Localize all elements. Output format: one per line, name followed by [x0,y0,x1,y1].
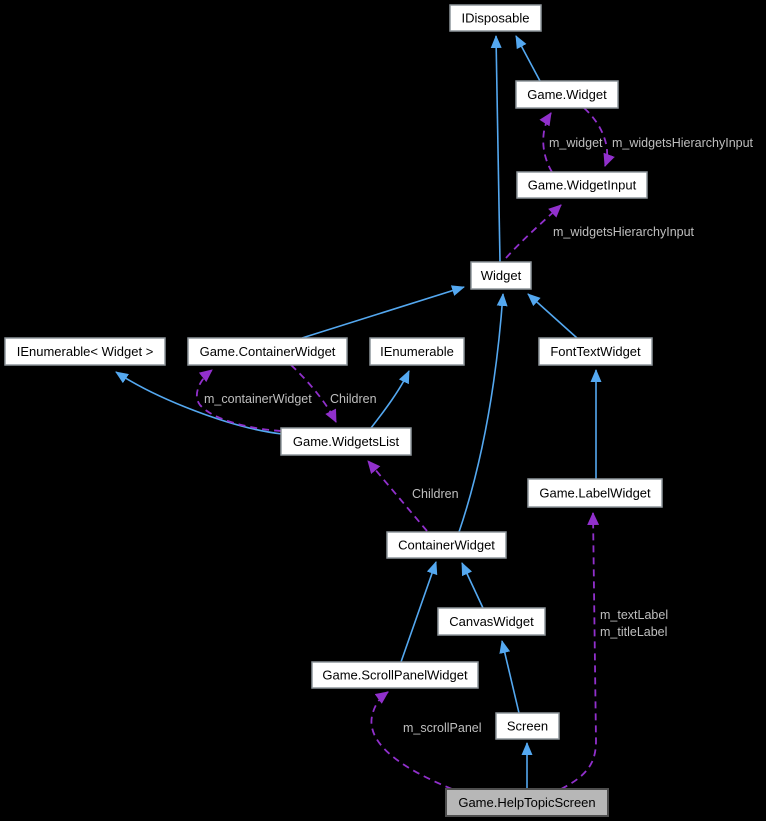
node-game-widgets-list-box [280,427,412,456]
node-ienumerable[interactable]: IEnumerable [369,337,465,366]
edge-widget-to-idisposable [490,35,502,263]
node-font-text-widget-box [538,337,653,366]
edge-label-children-upper: Children [330,392,377,406]
node-ienumerable-widget[interactable]: IEnumerable< Widget > [4,337,166,366]
node-game-widget-label: Game.Widget [527,87,607,102]
node-idisposable-label: IDisposable [462,11,530,26]
node-container-widget-box [386,531,507,559]
node-ienumerable-widget-label: IEnumerable< Widget > [17,344,154,359]
node-screen-box [495,712,560,740]
node-ienumerable-box [369,337,465,366]
node-game-help-topic-screen-label: Game.HelpTopicScreen [458,795,595,810]
node-canvas-widget-box [437,607,546,636]
edge-label-children-lower: Children [412,487,459,501]
node-game-widget[interactable]: Game.Widget [515,80,619,109]
node-screen-label: Screen [507,719,548,734]
edge-widgetslist-to-ienumerablewidget [115,371,283,435]
node-game-help-topic-screen-box [445,788,609,817]
edge-gamecontainerwidget-to-widget [301,285,465,339]
node-game-scroll-panel-widget-box [311,661,479,689]
node-game-widgets-list[interactable]: Game.WidgetsList [280,427,412,456]
node-font-text-widget-label: FontTextWidget [550,344,641,359]
node-game-container-widget-box [187,337,348,366]
edge-label-m-container-widget: m_containerWidget [204,392,312,406]
node-game-scroll-panel-widget[interactable]: Game.ScrollPanelWidget [311,661,479,689]
edge-gamewidget-to-idisposable [515,35,541,82]
edge-label-m-title-label: m_titleLabel [600,625,667,639]
edge-widgetinput-to-gamewidget-mwidget [539,112,553,173]
edge-screen-to-canvaswidget [499,640,520,714]
edge-widgetslist-to-ienumerable [370,370,410,429]
edge-label-m-scroll-panel: m_scrollPanel [403,721,482,735]
node-game-widgets-list-label: Game.WidgetsList [293,434,400,449]
node-game-help-topic-screen[interactable]: Game.HelpTopicScreen [445,788,609,817]
edge-widgetslist-to-gamecontainerwidget-mcontainerwidget [196,369,282,432]
node-game-label-widget-box [527,478,663,508]
node-widget[interactable]: Widget [470,261,532,290]
edge-fonttextwidget-to-widget [527,293,578,339]
node-game-widget-box [515,80,619,109]
node-game-container-widget-label: Game.ContainerWidget [200,344,336,359]
node-ienumerable-label: IEnumerable [380,344,454,359]
node-game-widget-input-box [516,171,648,199]
edge-gamecontainerwidget-to-widgetslist-children [290,364,337,423]
node-widget-box [470,261,532,290]
edge-helptopicscreen-to-scrollpanelwidget-mscrollpanel [370,691,453,790]
node-canvas-widget-label: CanvasWidget [449,614,534,629]
node-game-scroll-panel-widget-label: Game.ScrollPanelWidget [322,668,468,683]
edge-scrollpanelwidget-to-containerwidget [400,561,438,663]
node-font-text-widget[interactable]: FontTextWidget [538,337,653,366]
edge-label-m-widgets-hierarchy-input-mid: m_widgetsHierarchyInput [553,225,695,239]
node-screen[interactable]: Screen [495,712,560,740]
node-idisposable-box [449,4,542,32]
edge-label-m-widget: m_widget [549,136,603,150]
node-container-widget[interactable]: ContainerWidget [386,531,507,559]
node-game-label-widget-label: Game.LabelWidget [539,486,651,501]
edge-containerwidget-to-widget [458,293,508,533]
edge-gamewidget-to-widgetinput-hierarchy [583,107,615,167]
node-ienumerable-widget-box [4,337,166,366]
node-game-widget-input[interactable]: Game.WidgetInput [516,171,648,199]
edge-helptopicscreen-to-labelwidget-textlabel [560,512,600,790]
node-container-widget-label: ContainerWidget [398,538,495,553]
node-canvas-widget[interactable]: CanvasWidget [437,607,546,636]
node-game-widget-input-label: Game.WidgetInput [528,178,637,193]
edge-label-m-text-label: m_textLabel [600,608,668,622]
edge-containerwidget-to-widgetslist-children [367,460,428,532]
edge-label-m-widgets-hierarchy-input-top: m_widgetsHierarchyInput [612,136,754,150]
edge-widget-to-widgetinput-hierarchy [505,204,562,259]
edge-canvaswidget-to-containerwidget [461,562,484,609]
node-game-container-widget[interactable]: Game.ContainerWidget [187,337,348,366]
node-widget-label: Widget [481,268,522,283]
node-idisposable[interactable]: IDisposable [449,4,542,32]
node-game-label-widget[interactable]: Game.LabelWidget [527,478,663,508]
